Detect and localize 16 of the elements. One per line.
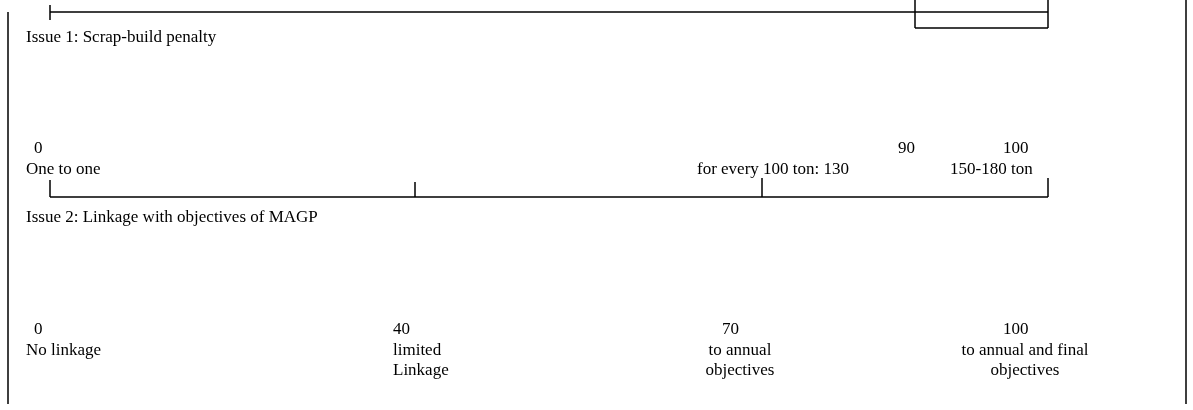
scale-description: One to one: [26, 159, 101, 179]
scale-description: for every 100 ton: 130: [697, 159, 850, 179]
scale-value: 100: [1003, 319, 1029, 339]
scale-value: 90: [898, 138, 915, 158]
scale-description: 150-180 ton: [950, 159, 1033, 179]
scale-description: to annual objectives: [704, 340, 776, 380]
scale-value: 100: [1003, 138, 1029, 158]
scale-value: 70: [722, 319, 739, 339]
scale-description: limited Linkage: [393, 340, 450, 380]
scale-heading: Issue 2: Linkage with objectives of MAGP: [26, 207, 318, 227]
scale-heading: Issue 1: Scrap-build penalty: [26, 27, 217, 47]
scale-value: 0: [34, 319, 43, 339]
scale-description: No linkage: [26, 340, 102, 360]
scale-description: to annual and final objectives: [960, 340, 1090, 380]
scale-value: 0: [34, 138, 43, 158]
scale-value: 40: [393, 319, 410, 339]
